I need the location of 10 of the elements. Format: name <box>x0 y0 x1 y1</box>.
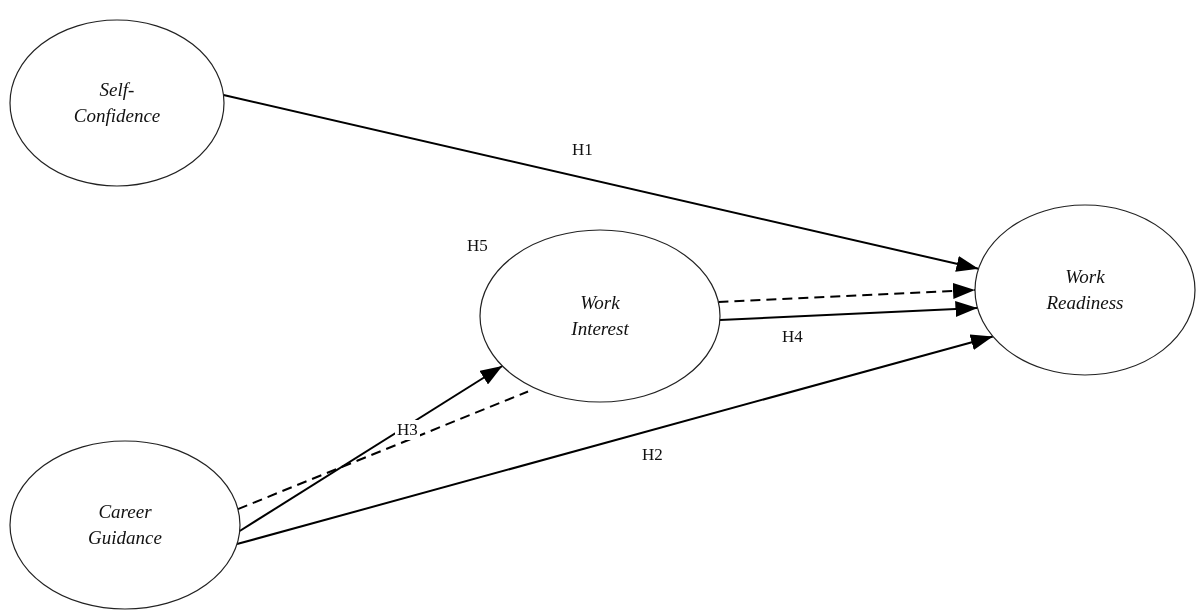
ellipse-node <box>9 440 241 610</box>
dashed-arrow <box>717 282 976 304</box>
node-label: Work Readiness <box>1045 265 1125 315</box>
arrow <box>236 334 994 546</box>
ellipse-node <box>9 19 225 187</box>
edge-label: H3 <box>395 420 420 440</box>
node-label: Work Interest <box>570 291 630 341</box>
node-label: Career Guidance <box>87 500 163 550</box>
node-label: Self-Confidence <box>72 78 162 128</box>
ellipse-node <box>974 204 1196 376</box>
